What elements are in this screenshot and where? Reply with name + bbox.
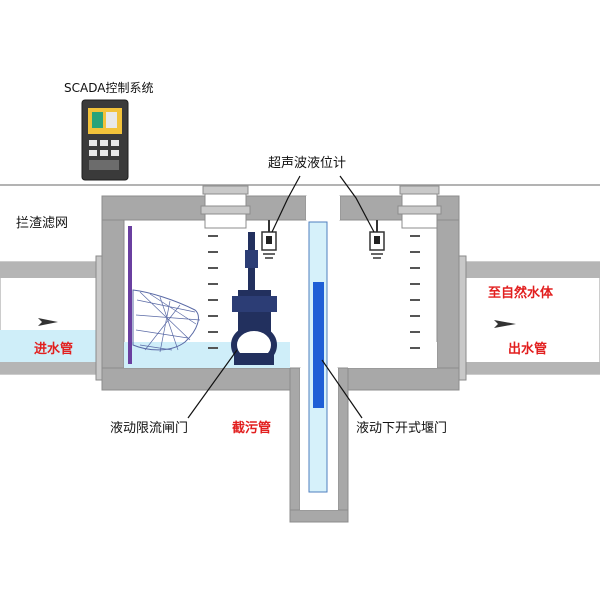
label-gate: 液动限流闸门 [110,421,189,436]
label-inlet: 进水管 [34,342,74,357]
flow-arrow-icon [494,320,516,328]
gauge-ticks-right [410,235,420,349]
leader-lines [187,175,375,419]
hatch-left [200,185,251,229]
label-intercept: 截污管 [232,421,272,436]
outlet-pipe [451,255,600,381]
label-weir: 液动下开式堰门 [356,421,448,436]
label-ultrasonic: 超声波液位计 [268,156,347,171]
weir-gate-blade [313,282,324,408]
label-screen: 拦渣滤网 [16,216,69,231]
restriction-gate [231,232,277,365]
weir-opening [306,196,340,220]
inlet-water [0,330,100,362]
chamber-water-right [348,342,437,368]
chamber-walls [101,195,460,523]
gauge-ticks-left [208,235,218,349]
label-outlet: 出水管 [508,342,548,357]
hatch-right [397,185,442,229]
ultrasonic-sensor-icon [261,220,277,259]
label-destination: 至自然水体 [488,286,554,301]
label-scada: SCADA控制系统 [64,81,154,95]
inlet-pipe [0,255,111,381]
scada-cabinet-icon [81,99,129,181]
ultrasonic-sensor-icon [369,220,385,259]
flow-arrow-icon [38,318,58,326]
trash-screen [128,226,201,364]
